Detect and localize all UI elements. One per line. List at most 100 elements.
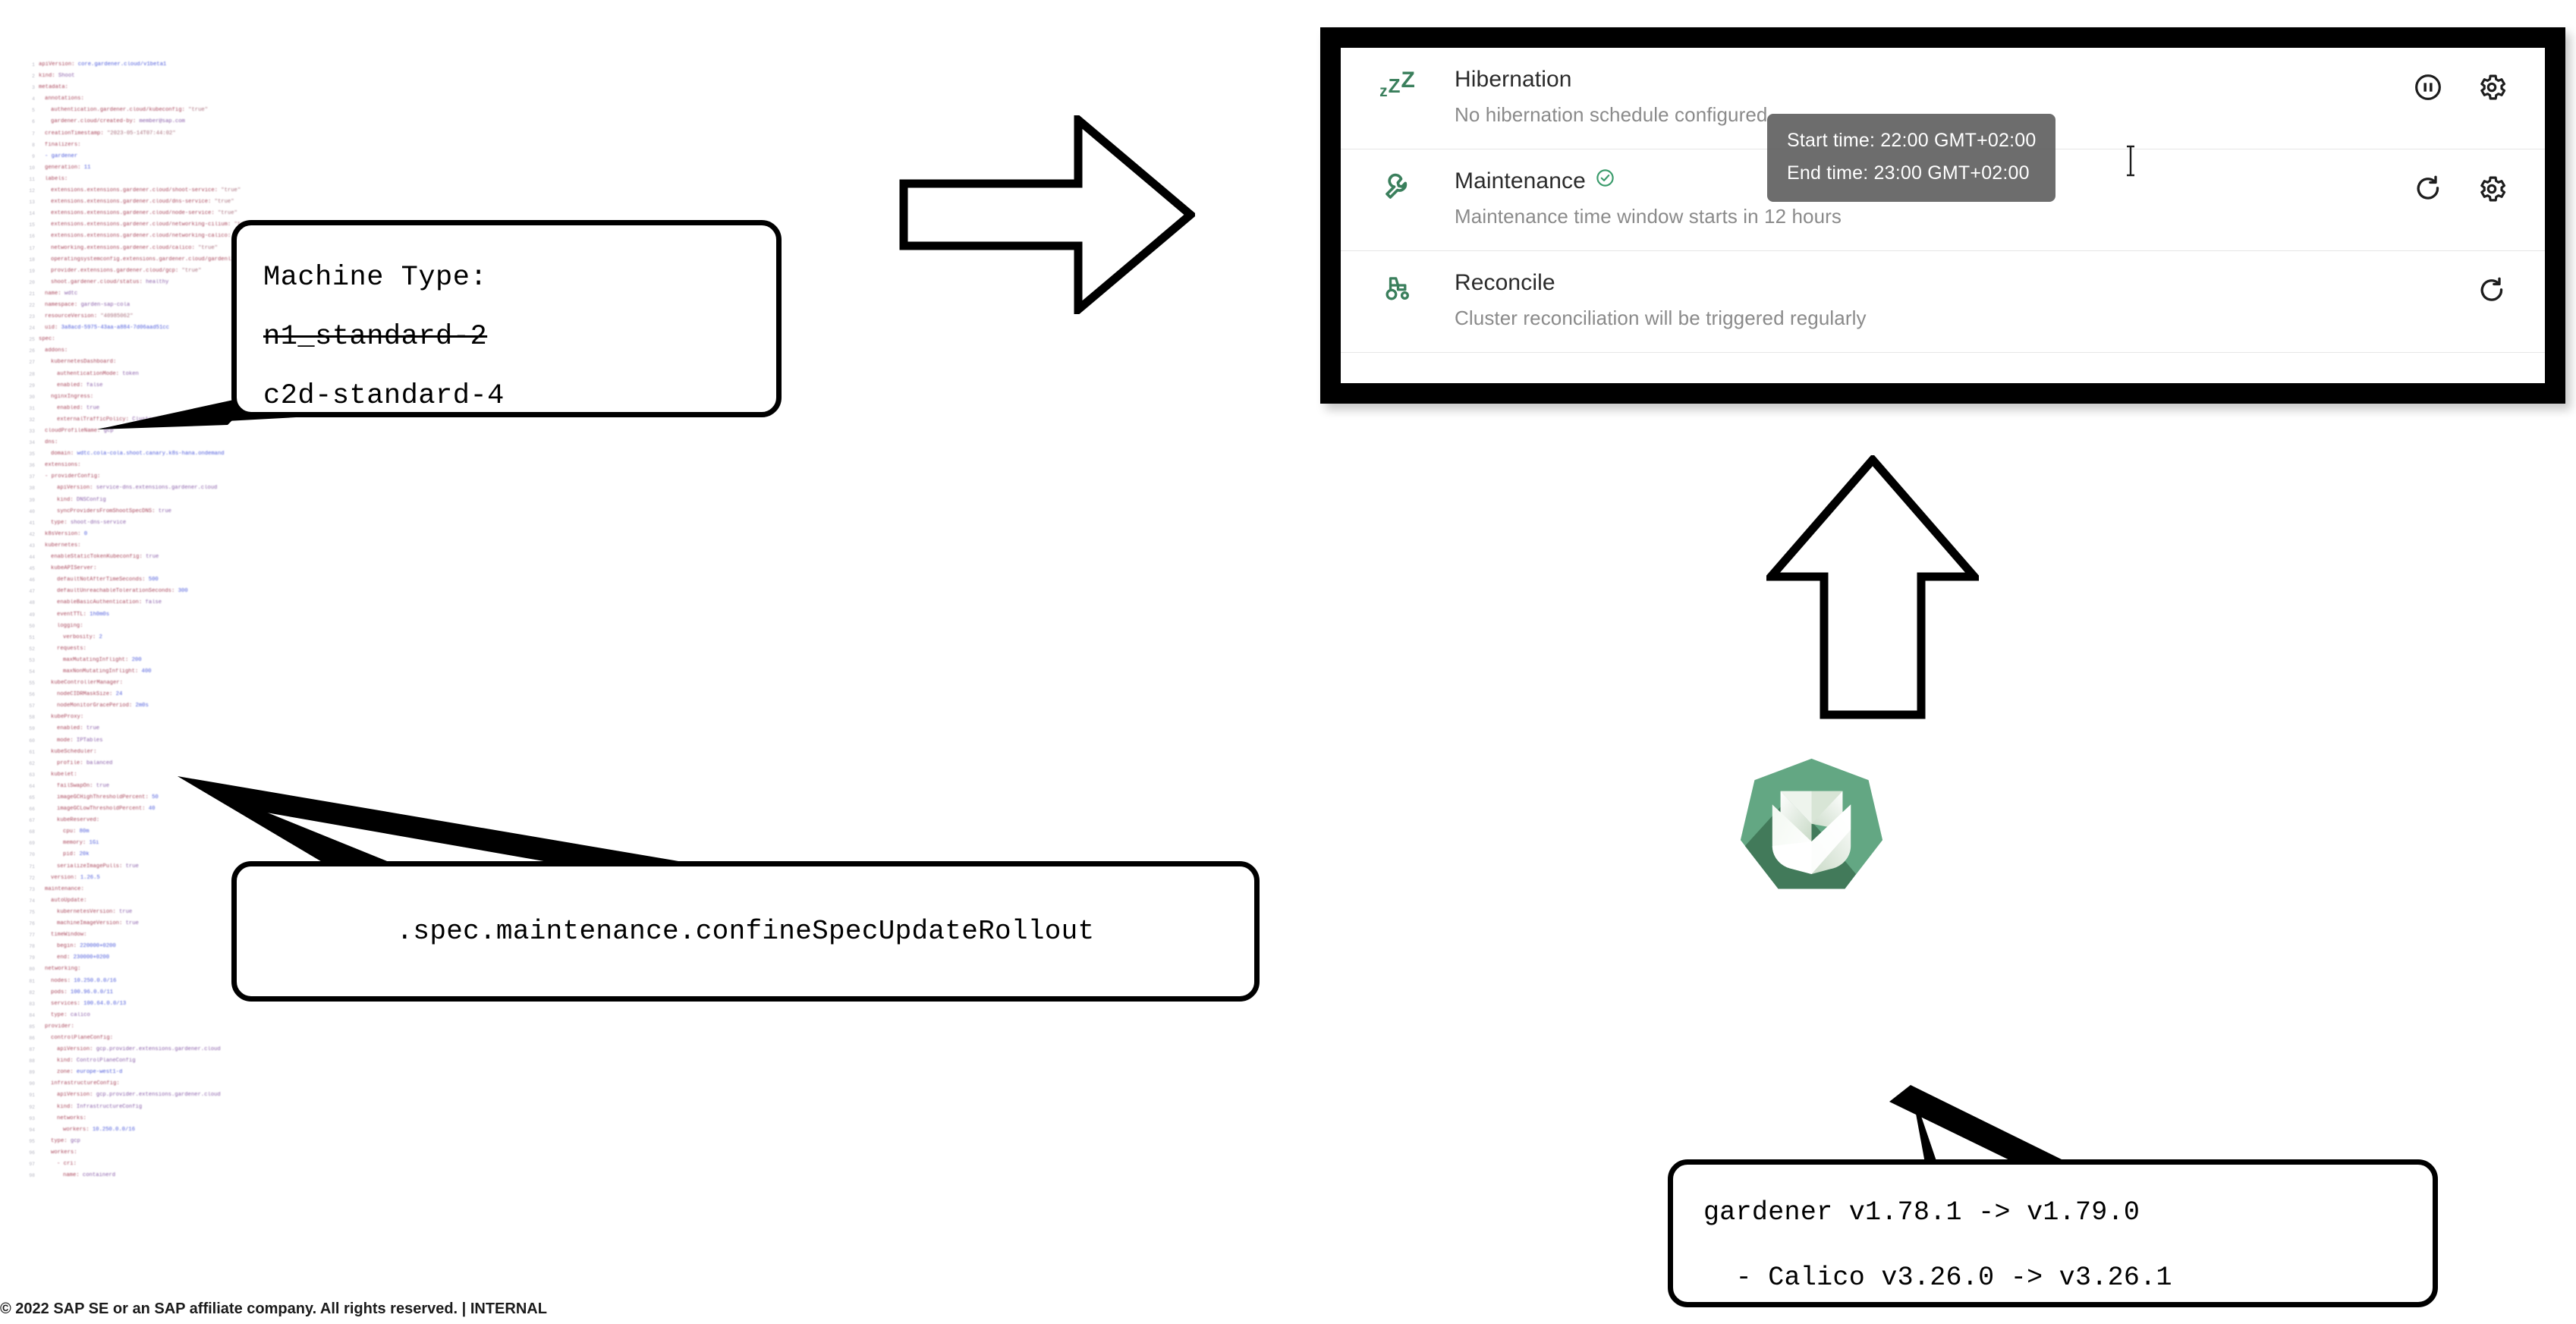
reconcile-actions xyxy=(2475,268,2545,307)
code-line-text: kubeScheduler: xyxy=(51,748,97,755)
code-line-text: maintenance: xyxy=(45,885,84,892)
code-line-number: 1 xyxy=(32,62,35,68)
code-line-number: 53 xyxy=(29,657,35,663)
code-line-text: kubeProxy: xyxy=(51,714,84,721)
code-line: 77 timeWindow: xyxy=(21,929,378,941)
code-line-number: 17 xyxy=(29,245,35,251)
code-line-text: provider.extensions.gardener.cloud/gcp: … xyxy=(51,267,202,274)
code-line-text: kubernetes: xyxy=(45,542,81,549)
code-line-number: 78 xyxy=(29,944,35,950)
code-line-text: serializeImagePulls: true xyxy=(57,863,139,870)
code-line-text: creationTimestamp: "2023-05-14T07:44:02" xyxy=(45,130,176,137)
gear-icon[interactable] xyxy=(2475,71,2508,104)
code-line-number: 86 xyxy=(29,1035,35,1041)
code-line-text: dns: xyxy=(45,439,58,446)
code-line-text: maxMutatingInflight: 200 xyxy=(63,656,142,663)
code-line-text: name: wdtc xyxy=(45,290,78,297)
code-line-text: annotations: xyxy=(45,96,84,102)
code-line-text: kubelet: xyxy=(51,771,77,778)
card-row-reconcile[interactable]: Reconcile Cluster reconciliation will be… xyxy=(1341,251,2545,353)
maintenance-subtitle: Maintenance time window starts in 12 hou… xyxy=(1455,205,1842,228)
code-line-text: nginxIngress: xyxy=(51,393,94,400)
code-line: 37- providerConfig: xyxy=(21,471,378,483)
cluster-lifecycle-card: zZZ Hibernation No hibernation schedule … xyxy=(1341,48,2545,383)
pause-icon[interactable] xyxy=(2411,71,2445,104)
code-line-text: apiVersion: service-dns.extensions.garde… xyxy=(57,485,218,492)
code-line-text: enabled: true xyxy=(57,725,100,732)
refresh-icon[interactable] xyxy=(2411,172,2445,206)
card-row-maintenance[interactable]: Maintenance Maintenance time window star… xyxy=(1341,149,2545,251)
code-line-text: generation: 11 xyxy=(45,164,91,171)
block-arrow-up xyxy=(1766,455,1979,719)
slide-footer: © 2022 SAP SE or an SAP affiliate compan… xyxy=(0,1300,547,1317)
code-line-text: k8sVersion: 0 xyxy=(45,530,88,537)
code-line-number: 2 xyxy=(32,74,35,80)
gear-icon[interactable] xyxy=(2475,172,2508,206)
hibernation-actions xyxy=(2411,64,2545,104)
code-line-text: maxNonMutatingInflight: 400 xyxy=(63,668,152,675)
card-row-hibernation[interactable]: zZZ Hibernation No hibernation schedule … xyxy=(1341,48,2545,149)
code-line-number: 6 xyxy=(32,119,35,125)
code-line-number: 57 xyxy=(29,703,35,709)
code-line-text: workers: 10.250.0.0/16 xyxy=(63,1126,135,1133)
code-line-number: 12 xyxy=(29,188,35,194)
code-line-text: extensions: xyxy=(45,462,81,469)
gardener-version-line: gardener v1.78.1 -> v1.79.0 xyxy=(1703,1197,2140,1228)
text-cursor xyxy=(2125,144,2137,178)
reconcile-title: Reconcile xyxy=(1455,269,2475,297)
code-line-text: nodeMonitorGracePeriod: 2m0s xyxy=(57,703,149,709)
code-line-text: nodes: 10.250.0.0/16 xyxy=(51,977,117,984)
code-line-number: 21 xyxy=(29,291,35,297)
block-arrow-right xyxy=(899,115,1195,314)
code-line-text: pods: 100.96.0.0/11 xyxy=(51,989,113,995)
code-line-number: 34 xyxy=(29,440,35,446)
code-line-text: kind: Shoot xyxy=(39,73,75,80)
code-line-number: 3 xyxy=(32,85,35,91)
code-line-number: 85 xyxy=(29,1024,35,1030)
code-line-number: 41 xyxy=(29,520,35,526)
code-line-text: timeWindow: xyxy=(51,932,87,939)
code-line-number: 40 xyxy=(29,508,35,514)
code-line-text: enabled: true xyxy=(57,404,100,411)
refresh-icon[interactable] xyxy=(2475,274,2508,307)
check-circle-icon xyxy=(1595,168,1615,195)
code-line-text: type: calico xyxy=(51,1011,90,1018)
code-line: 6 gardener.cloud/created-by: member@sap.c… xyxy=(21,116,378,127)
maintenance-body: Maintenance Maintenance time window star… xyxy=(1455,166,2411,228)
code-line-text: controlPlaneConfig: xyxy=(51,1034,113,1041)
tooltip-end-time: End time: 23:00 GMT+02:00 xyxy=(1787,162,2030,184)
code-line-number: 77 xyxy=(29,932,35,939)
code-line-text: gardener.cloud/created-by: member@sap.co… xyxy=(51,118,185,125)
code-line-number: 39 xyxy=(29,497,35,503)
code-line-text: type: gcp xyxy=(51,1137,80,1144)
code-line-number: 7 xyxy=(32,131,35,137)
